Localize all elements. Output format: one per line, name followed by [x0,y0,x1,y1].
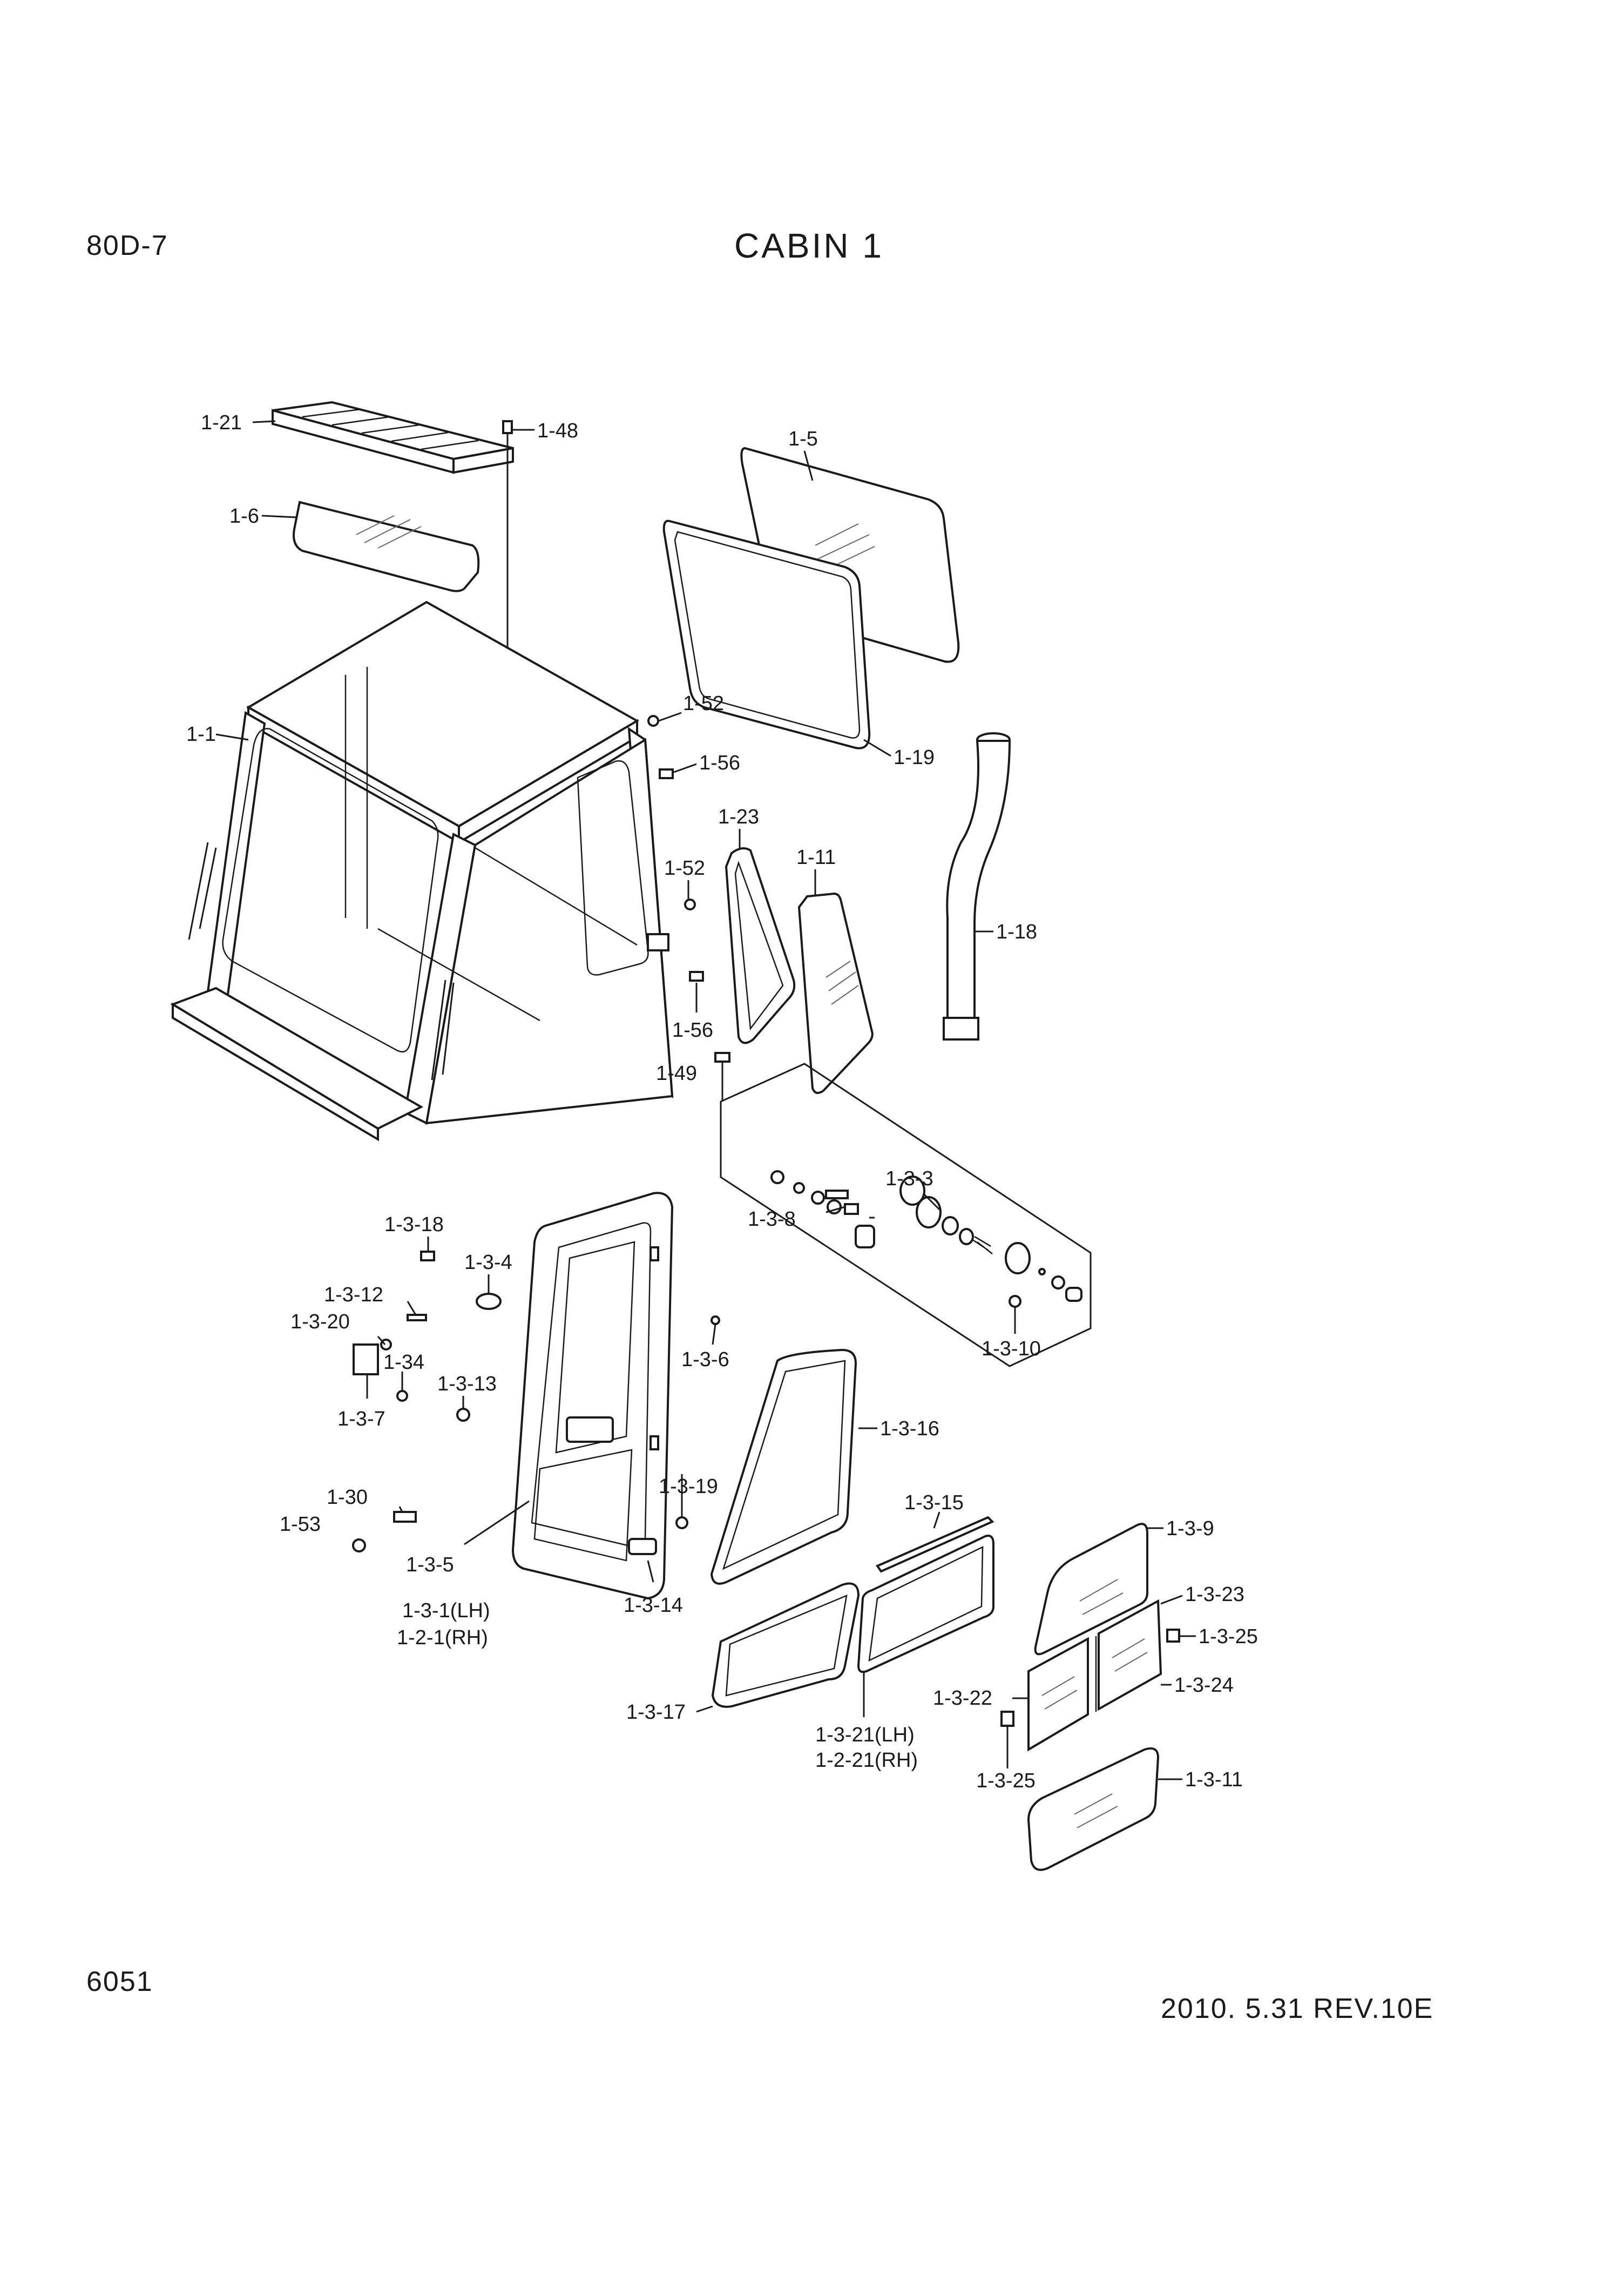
callout-1-2-1-rh: 1-2-1(RH) [397,1626,488,1649]
callout-1-19: 1-19 [894,746,935,769]
callout-1-56-lower: 1-56 [672,1019,713,1042]
callout-1-3-6: 1-3-6 [681,1348,729,1371]
callout-1-49: 1-49 [656,1062,697,1085]
front-seal-part [662,519,871,749]
callout-1-3-4: 1-3-4 [464,1251,512,1274]
door-glass-1-3-11 [1027,1747,1160,1871]
callout-1-3-24: 1-3-24 [1174,1674,1234,1697]
door-glass-1-3-24 [1095,1599,1162,1712]
callout-1-3-22: 1-3-22 [933,1687,992,1710]
callout-labels: 1-21 1-48 1-6 1-5 1-19 1-1 1-52 1-56 1-2… [186,411,1258,1792]
callout-1-3-15: 1-3-15 [904,1491,964,1514]
door-glass-1-3-22 [1027,1637,1089,1752]
callout-1-3-8: 1-3-8 [748,1208,796,1231]
callout-1-3-16: 1-3-16 [880,1417,939,1440]
callout-1-3-9: 1-3-9 [1166,1517,1214,1540]
callout-1-3-23: 1-3-23 [1185,1583,1244,1606]
roof-grille-part [272,401,514,474]
callout-1-1: 1-1 [186,723,216,746]
door-small-parts [352,1251,720,1552]
door-glass-1-3-9 [1034,1523,1148,1656]
callout-1-34: 1-34 [383,1351,424,1374]
roof-glass-part [293,501,480,592]
callout-1-52-lower: 1-52 [664,857,705,880]
door-latch-assembly [720,1063,1092,1367]
clip-1-3-25-upper [1166,1629,1180,1643]
callout-1-56-upper: 1-56 [699,752,740,774]
revision-date: 2010. 5.31 REV.10E [1161,1993,1434,2024]
callout-1-53: 1-53 [280,1513,321,1536]
callout-1-3-12: 1-3-12 [324,1284,383,1306]
model-code: 80D-7 [86,230,168,261]
callout-1-3-1-lh: 1-3-1(LH) [402,1599,490,1622]
cabin-frame-part [170,600,674,1142]
callout-1-52-upper: 1-52 [683,692,724,715]
callout-1-2-21-rh: 1-2-21(RH) [815,1749,918,1772]
sliding-window-frame [857,1516,994,1673]
callout-1-3-14: 1-3-14 [624,1594,683,1617]
callout-1-3-3: 1-3-3 [885,1167,933,1190]
callout-1-30: 1-30 [327,1486,368,1509]
callout-1-3-7: 1-3-7 [337,1408,385,1430]
page-number: 6051 [86,1966,153,1997]
door-seal-1-3-17 [711,1582,860,1708]
callout-1-3-18: 1-3-18 [384,1213,444,1236]
clip-1-3-25-lower [1000,1711,1014,1727]
cabin-door-part [511,1192,674,1600]
callout-1-3-10: 1-3-10 [982,1338,1041,1360]
callout-1-3-25-upper: 1-3-25 [1199,1625,1258,1648]
callout-1-23: 1-23 [718,806,759,828]
callout-1-3-13: 1-3-13 [437,1373,497,1395]
callout-1-11: 1-11 [796,846,836,869]
callout-1-3-5: 1-3-5 [406,1554,454,1576]
door-seal-1-3-16 [710,1348,857,1585]
callout-1-3-20: 1-3-20 [290,1311,350,1333]
drawing-title: CABIN 1 [734,226,884,265]
rear-glass-part [797,892,874,1094]
rear-seal-part [725,847,796,1044]
callout-1-3-21-lh: 1-3-21(LH) [815,1724,915,1746]
callout-1-48: 1-48 [537,420,578,442]
callout-1-3-11: 1-3-11 [1185,1768,1243,1791]
air-duct-part [943,732,1011,1041]
callout-1-21: 1-21 [201,411,242,434]
callout-1-3-17: 1-3-17 [626,1701,686,1724]
callout-1-3-25-lower: 1-3-25 [976,1770,1036,1792]
callout-1-18: 1-18 [996,921,1037,943]
callout-1-5: 1-5 [788,428,818,450]
leader-lines [215,420,1196,1780]
callout-1-3-19: 1-3-19 [659,1475,718,1498]
callout-1-6: 1-6 [229,505,259,528]
